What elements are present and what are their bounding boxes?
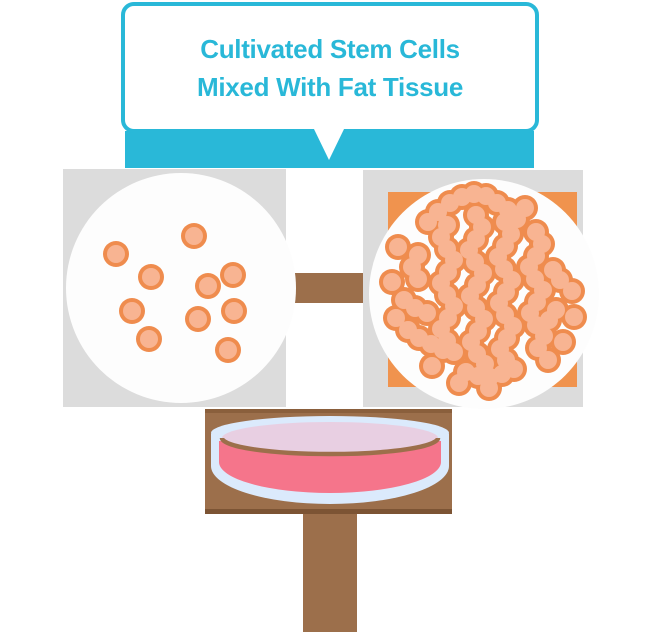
speech-bubble-tail xyxy=(313,127,345,160)
cell-body xyxy=(383,273,401,291)
cell-body xyxy=(189,310,207,328)
cell-body xyxy=(389,238,407,256)
bubble-title-line2: Mixed With Fat Tissue xyxy=(196,71,464,102)
right-panel xyxy=(363,170,599,409)
cell-body xyxy=(563,282,581,300)
cell-body xyxy=(516,199,534,217)
stand-plank-bottom-edge xyxy=(205,509,452,514)
cell-body xyxy=(434,341,452,359)
petri-dish xyxy=(211,416,449,504)
cell-body xyxy=(529,339,547,357)
cell-body xyxy=(219,341,237,359)
cell-body xyxy=(450,374,468,392)
bubble-title-line1: Cultivated Stem Cells xyxy=(200,33,460,64)
cell-body xyxy=(224,266,242,284)
stem-cells-bodies xyxy=(107,227,243,359)
cell-body xyxy=(142,268,160,286)
left-panel xyxy=(63,169,296,407)
cell-body xyxy=(409,270,427,288)
left-culture-dish-circle xyxy=(66,173,296,403)
cell-body xyxy=(185,227,203,245)
stand-pole xyxy=(303,512,357,632)
cell-body xyxy=(199,277,217,295)
cell-body xyxy=(419,213,437,231)
petri-dish-plank-edge-arc xyxy=(219,437,441,457)
cell-body xyxy=(505,360,523,378)
cell-body xyxy=(123,302,141,320)
cell-body xyxy=(225,302,243,320)
cell-body xyxy=(540,311,558,329)
cell-body xyxy=(551,271,569,289)
cell-body xyxy=(565,308,583,326)
cell-body xyxy=(423,357,441,375)
cell-body xyxy=(539,351,557,369)
cell-body xyxy=(387,309,405,327)
tissue-cluster-bodies xyxy=(383,185,583,397)
stand-plank-top-edge xyxy=(205,409,452,413)
cell-body xyxy=(480,379,498,397)
cell-body xyxy=(107,245,125,263)
cell-body xyxy=(418,304,436,322)
cell-body xyxy=(140,330,158,348)
speech-bubble: Cultivated Stem Cells Mixed With Fat Tis… xyxy=(121,2,539,133)
petri-dish-liquid-surface xyxy=(222,422,438,454)
cell-body xyxy=(554,333,572,351)
